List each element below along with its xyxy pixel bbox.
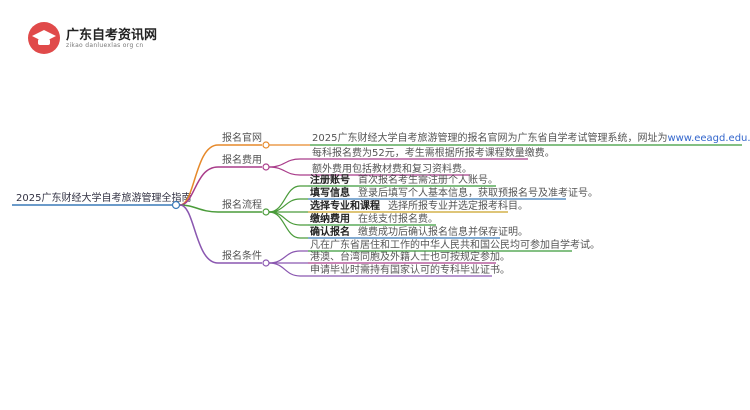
site-subtitle: zikao danluexlas org cn (66, 42, 144, 49)
branch-label: 报名官网 (222, 131, 262, 144)
official-site-link[interactable]: www.eeagd.edu.cn/selfec/ (667, 133, 750, 144)
leaf-text: 港澳、台湾同胞及外籍人士也可按规定参加。 (310, 250, 510, 263)
branch-registration-fee: 报名费用 每科报名费为52元，考生需根据所报考课程数量缴费。 额外费用包括教材费… (218, 146, 555, 176)
leaf-text: 填写信息登录后填写个人基本信息，获取预报名号及准考证号。 (310, 186, 598, 199)
root-node (171, 200, 181, 210)
leaf-text: 注册账号首次报名考生需注册个人账号。 (310, 173, 498, 186)
branch-registration-site: 报名官网 2025广东财经大学自考旅游管理的报名官网为广东省自学考试管理系统，网… (218, 131, 750, 149)
branch-label: 报名流程 (222, 198, 262, 211)
branch-registration-conditions: 报名条件 凡在广东省居住和工作的中华人民共和国公民均可参加自学考试。 港澳、台湾… (218, 238, 600, 277)
site-title: 广东自考资讯网 (66, 28, 158, 43)
branch-label: 报名费用 (222, 153, 262, 166)
site-logo[interactable]: 广东自考资讯网 zikao danluexlas org cn (28, 22, 268, 58)
leaf-text: 确认报名缴费成功后确认报名信息并保存证明。 (310, 225, 528, 238)
leaf-text: 选择专业和课程选择所报专业并选定报考科目。 (310, 199, 528, 212)
branch-registration-process: 报名流程 注册账号首次报名考生需注册个人账号。 填写信息登录后填写个人基本信息，… (218, 173, 598, 239)
root-topic: 2025广东财经大学自考旅游管理全指南 (16, 191, 191, 204)
leaf-text: 缴纳费用在线支付报名费。 (310, 212, 438, 225)
branch-label: 报名条件 (222, 249, 262, 262)
leaf-text: 额外费用包括教材费和复习资料费。 (312, 162, 472, 175)
leaf-text: 2025广东财经大学自考旅游管理的报名官网为广东省自学考试管理系统，网址为www… (312, 131, 750, 144)
leaf-text: 每科报名费为52元，考生需根据所报考课程数量缴费。 (312, 146, 555, 159)
graduation-cap-icon (28, 22, 60, 54)
leaf-text: 凡在广东省居住和工作的中华人民共和国公民均可参加自学考试。 (310, 238, 600, 251)
leaf-text: 申请毕业时需持有国家认可的专科毕业证书。 (310, 263, 510, 276)
